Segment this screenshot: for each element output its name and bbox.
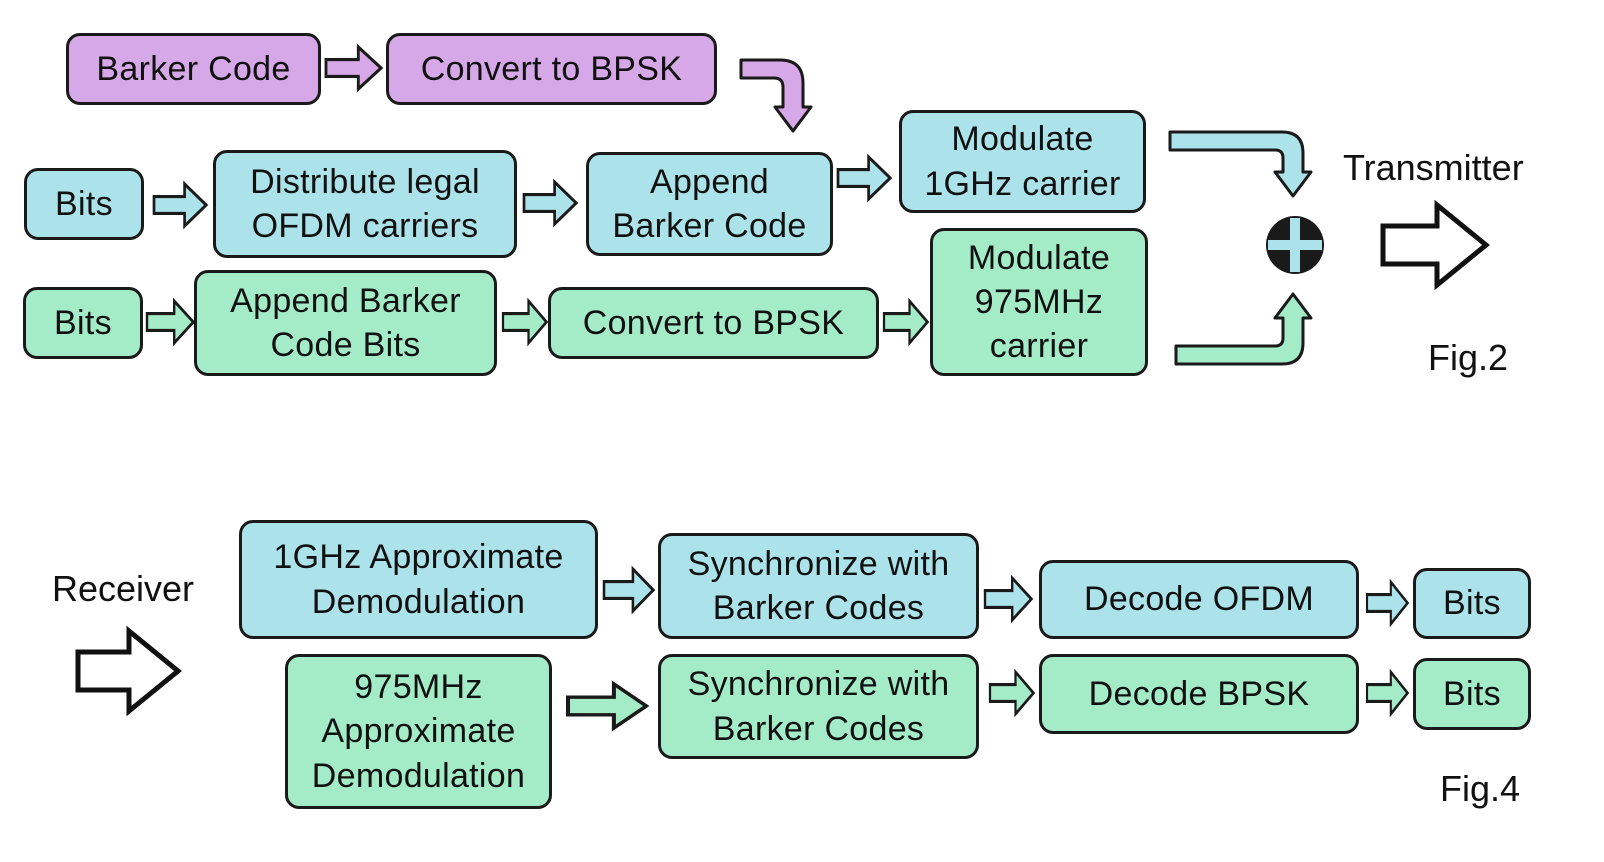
decode-bpsk-box: Decode BPSK <box>1039 654 1359 734</box>
fig2-label: Fig.2 <box>1428 337 1509 378</box>
receiver-input-arrow <box>75 625 182 717</box>
bpsk-bits-input-box: Bits <box>23 287 143 359</box>
arrow-bits-to-append-bits <box>145 299 195 345</box>
demod-975mhz-box: 975MHz Approximate Demodulation <box>285 654 552 809</box>
ofdm-bits-input-box: Bits <box>24 168 144 240</box>
arrow-demod-to-sync-bpsk <box>568 684 646 728</box>
arrow-demod-to-sync-ofdm <box>602 567 655 613</box>
arrow-distribute-to-append <box>522 180 578 226</box>
sync-barker-ofdm-box: Synchronize with Barker Codes <box>658 533 979 639</box>
arrow-convert-to-modulate <box>882 299 930 345</box>
demod-1ghz-box: 1GHz Approximate Demodulation <box>239 520 598 639</box>
modulate-1ghz-box: Modulate 1GHz carrier <box>899 110 1146 213</box>
transmitter-output-arrow <box>1380 199 1490 291</box>
arrow-barker-to-convert <box>324 45 383 91</box>
arrow-bits-to-distribute <box>152 182 208 228</box>
arrow-decode-to-bits-ofdm <box>1365 580 1410 626</box>
arrow-barker-bent-down <box>739 58 813 133</box>
sync-barker-bpsk-box: Synchronize with Barker Codes <box>658 654 979 759</box>
ofdm-bits-output-box: Bits <box>1413 568 1531 639</box>
convert-to-bpsk-box: Convert to BPSK <box>548 287 879 359</box>
fig4-label: Fig.4 <box>1440 768 1521 809</box>
barker-convert-bpsk-box: Convert to BPSK <box>386 33 717 105</box>
receiver-title: Receiver <box>52 568 195 609</box>
arrow-sync-to-decode-ofdm <box>983 576 1033 622</box>
append-barker-bits-box: Append Barker Code Bits <box>194 270 497 376</box>
modulate-975mhz-box: Modulate 975MHz carrier <box>930 228 1148 376</box>
summing-junction-icon <box>1266 216 1324 274</box>
arrow-append-bits-to-convert <box>501 299 549 345</box>
bpsk-bits-output-box: Bits <box>1413 658 1531 730</box>
arrow-975-to-summer <box>1174 292 1313 366</box>
arrow-decode-to-bits-bpsk <box>1365 670 1410 716</box>
append-barker-code-box: Append Barker Code <box>586 152 833 256</box>
distribute-ofdm-carriers-box: Distribute legal OFDM carriers <box>213 150 517 258</box>
decode-ofdm-box: Decode OFDM <box>1039 560 1359 639</box>
arrow-append-to-modulate <box>836 155 892 201</box>
transmitter-title: Transmitter <box>1343 147 1524 188</box>
barker-code-box: Barker Code <box>66 33 321 105</box>
arrow-sync-to-decode-bpsk <box>988 670 1036 716</box>
arrow-1ghz-to-summer <box>1168 130 1313 198</box>
